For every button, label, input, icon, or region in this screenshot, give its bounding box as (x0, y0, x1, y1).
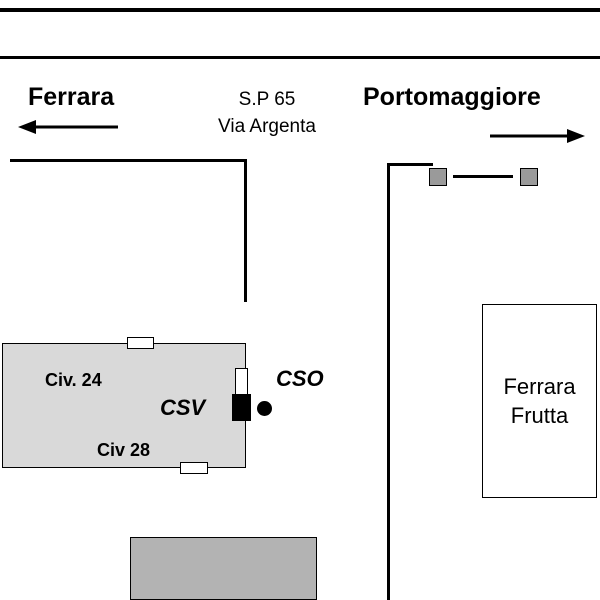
road-name-block: S.P 65 Via Argenta (182, 86, 352, 140)
civ-28-label: Civ 28 (97, 440, 151, 460)
civ-24-label: Civ. 24 (45, 370, 102, 390)
entrance-right-marker (235, 368, 248, 396)
destination-ferrara-label: Ferrara (28, 83, 115, 111)
ferrara-frutta-building: Ferrara Frutta (482, 304, 597, 498)
bottom-building (130, 537, 317, 600)
csv-entrance-marker (232, 394, 251, 421)
left-street-vertical-edge (244, 159, 247, 302)
main-road-lower-edge (0, 56, 600, 59)
right-street-horizontal-edge (387, 163, 433, 166)
ferrara-frutta-label-line1: Ferrara (503, 374, 576, 399)
left-arrow-icon (18, 120, 118, 134)
right-street-vertical-edge (387, 163, 390, 600)
cso-label: CSO (276, 366, 324, 391)
right-arrow-icon (490, 129, 585, 143)
cso-dot-marker (257, 401, 272, 416)
csv-building: Civ. 24 CSV Civ 28 (2, 337, 248, 474)
small-building-marker-1 (429, 168, 447, 186)
entrance-bottom-marker (180, 462, 208, 474)
fence-segment (453, 175, 513, 178)
entrance-top-marker (127, 337, 154, 349)
csv-label: CSV (160, 395, 206, 420)
main-road-upper-edge (0, 8, 600, 12)
ferrara-frutta-label-line2: Frutta (510, 403, 569, 428)
road-street-label: Via Argenta (218, 116, 316, 137)
road-number-label: S.P 65 (238, 89, 296, 110)
destination-portomaggiore-label: Portomaggiore (363, 83, 541, 111)
small-building-marker-2 (520, 168, 538, 186)
left-street-horizontal-edge (10, 159, 247, 162)
